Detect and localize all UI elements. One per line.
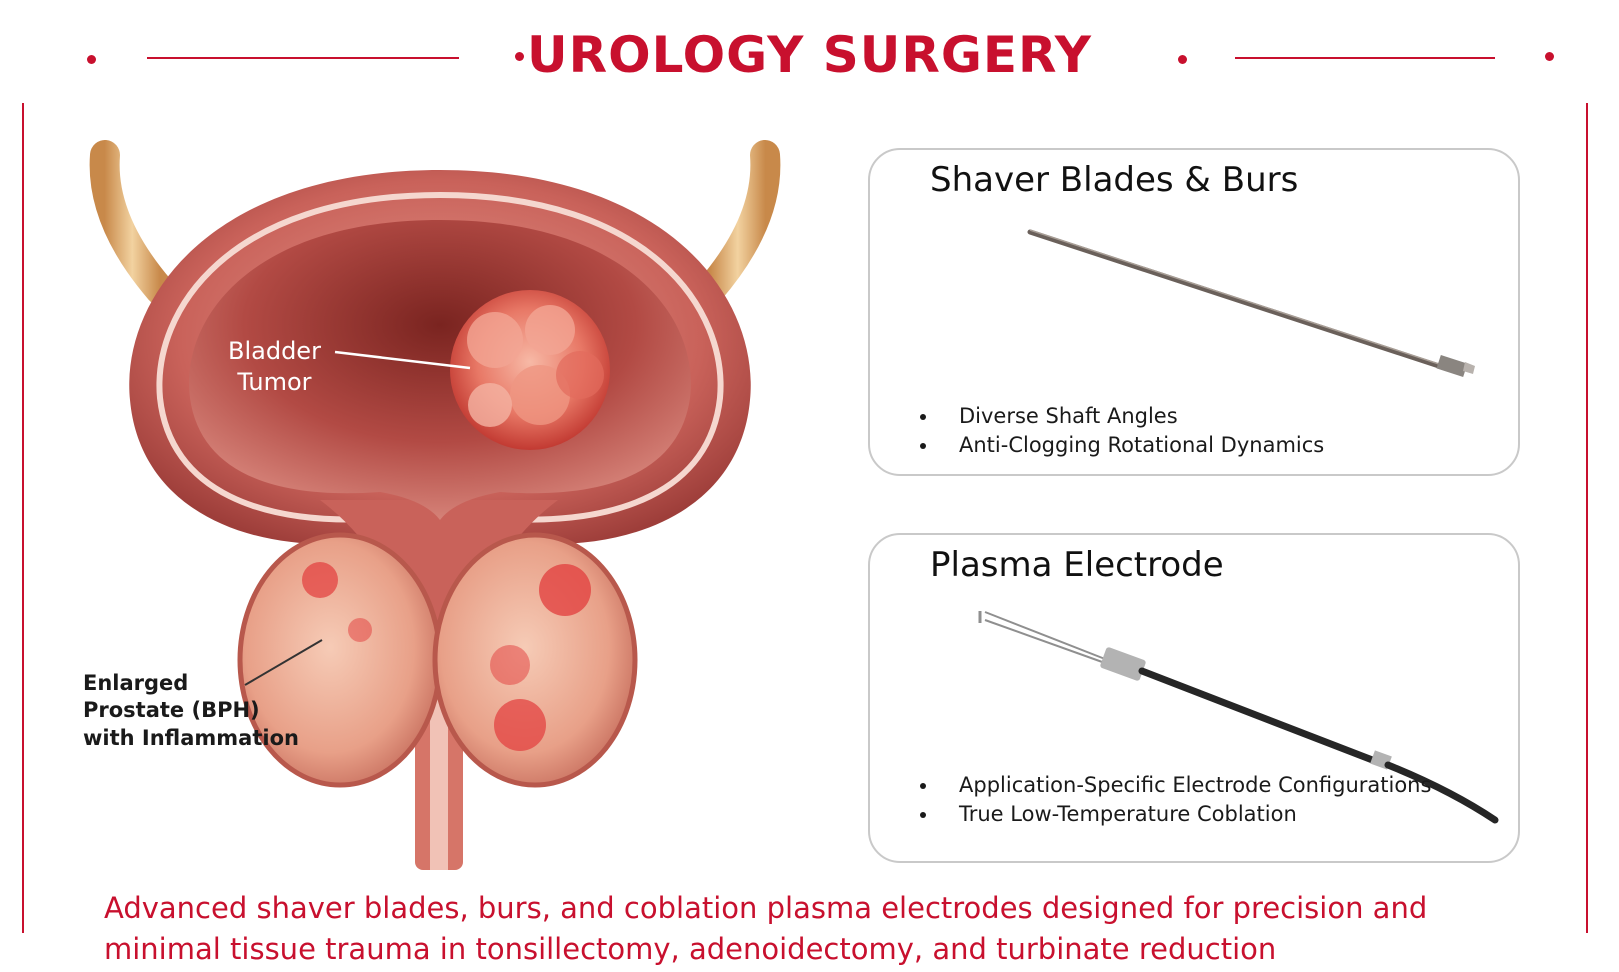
bullet-text: Diverse Shaft Angles	[959, 404, 1178, 428]
header-dot-left-outer	[87, 55, 96, 64]
header-dot-right-inner	[1178, 55, 1187, 64]
plasma-electrode-icon	[978, 611, 1499, 824]
bullet-icon	[920, 442, 926, 449]
list-item: Application-Specific Electrode Configura…	[920, 771, 1431, 800]
side-rule-right	[1586, 103, 1588, 933]
bullet-icon	[920, 811, 926, 818]
footer-line-1: Advanced shaver blades, burs, and coblat…	[104, 891, 1428, 925]
bullet-text: Application-Specific Electrode Configura…	[959, 773, 1432, 797]
header-dot-right-outer	[1545, 52, 1554, 61]
bullet-icon	[920, 413, 926, 420]
header-line-right	[1235, 57, 1495, 59]
card-title: Plasma Electrode	[930, 545, 1224, 585]
card-bullets: Diverse Shaft Angles Anti-Clogging Rotat…	[920, 402, 1324, 460]
bph-label-line-1: Enlarged	[83, 671, 189, 695]
list-item: Diverse Shaft Angles	[920, 402, 1324, 431]
side-rule-left	[22, 103, 24, 933]
tumor-label-line-1: Bladder	[228, 337, 321, 365]
list-item: True Low-Temperature Coblation	[920, 800, 1431, 829]
product-card-plasma: Plasma Electrode Application-Specific El…	[868, 533, 1520, 863]
bullet-icon	[920, 782, 926, 789]
bph-label-line-3: with Inflammation	[83, 725, 299, 750]
bph-label: Enlarged Prostate (BPH) with Inflammatio…	[83, 670, 299, 752]
header-line-left	[147, 57, 459, 59]
page-title: UROLOGY SURGERY	[526, 26, 1093, 84]
card-title: Shaver Blades & Burs	[930, 160, 1299, 200]
anatomy-illustration	[70, 140, 810, 870]
footer-description: Advanced shaver blades, burs, and coblat…	[104, 888, 1544, 970]
bladder-tumor-label: Bladder Tumor	[228, 336, 321, 398]
list-item: Anti-Clogging Rotational Dynamics	[920, 431, 1324, 460]
card-bullets: Application-Specific Electrode Configura…	[920, 771, 1431, 829]
header-dot-left-inner	[515, 52, 524, 61]
bph-label-line-2: Prostate (BPH)	[83, 698, 260, 723]
footer-line-2: minimal tissue trauma in tonsillectomy, …	[104, 932, 1277, 966]
shaver-blade-icon	[1027, 229, 1475, 377]
bullet-text: True Low-Temperature Coblation	[959, 802, 1297, 826]
product-card-shaver: Shaver Blades & Burs Diverse Shaft Angle…	[868, 148, 1520, 476]
bullet-text: Anti-Clogging Rotational Dynamics	[959, 433, 1325, 457]
tumor-label-line-2: Tumor	[237, 368, 312, 397]
